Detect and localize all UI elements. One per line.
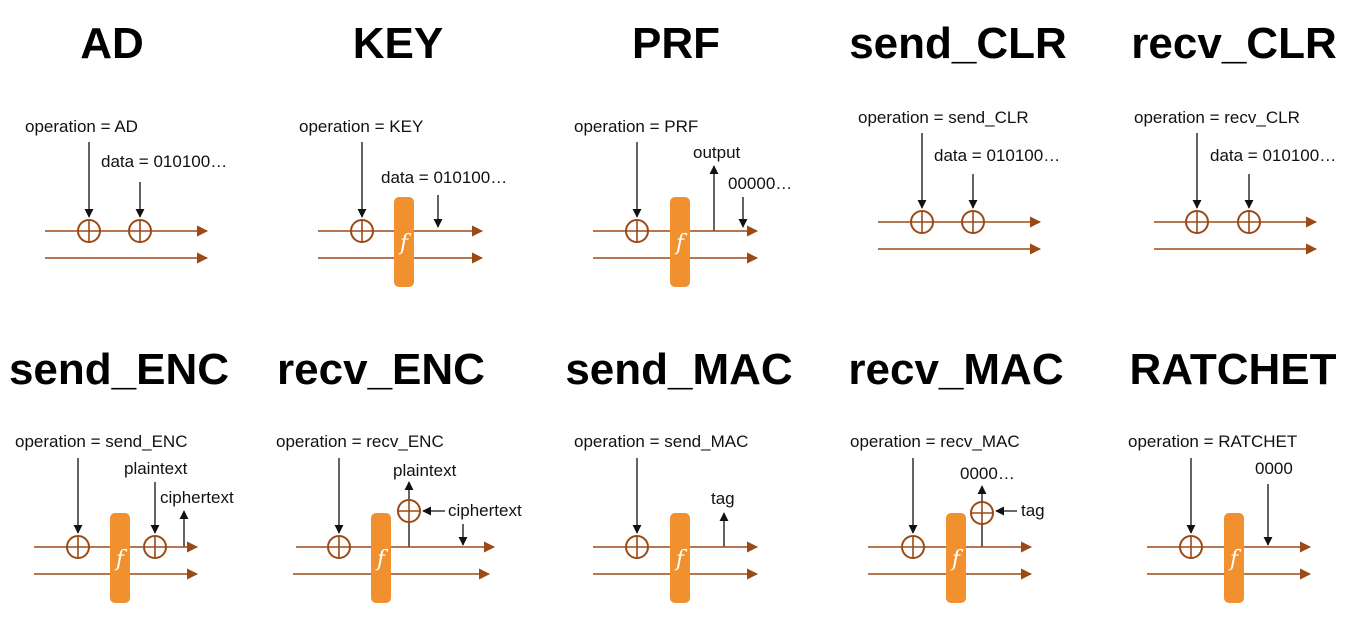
panel-send-enc: send_ENC operation = send_ENC plaintext … <box>9 345 234 603</box>
permutation-f-box: f <box>371 513 391 603</box>
xor-operation <box>1185 210 1209 234</box>
xor-operation <box>625 535 649 559</box>
panel-title: recv_CLR <box>1131 19 1336 68</box>
operation-label: operation = recv_MAC <box>850 432 1020 451</box>
panel-recv-mac: recv_MAC operation = recv_MAC 0000… tag … <box>848 345 1064 603</box>
xor-data <box>1237 210 1261 234</box>
panel-recv-enc: recv_ENC operation = recv_ENC plaintext … <box>276 345 522 603</box>
xor-operation <box>901 535 925 559</box>
data-label: data = 010100… <box>1210 146 1336 165</box>
permutation-f-box: f <box>110 513 130 603</box>
tag-label: tag <box>1021 501 1045 520</box>
panel-title: send_ENC <box>9 345 229 394</box>
xor-ciphertext <box>397 499 421 523</box>
panel-title: recv_ENC <box>277 345 485 394</box>
operation-label: operation = send_CLR <box>858 108 1029 127</box>
permutation-f-box: f <box>1224 513 1244 603</box>
panel-title: send_CLR <box>849 19 1067 68</box>
panel-ad: AD operation = AD data = 010100… <box>25 19 227 264</box>
operation-label: operation = recv_ENC <box>276 432 444 451</box>
ciphertext-label: ciphertext <box>160 488 234 507</box>
xor-operation <box>910 210 934 234</box>
operation-label: operation = send_ENC <box>15 432 187 451</box>
operation-label: operation = send_MAC <box>574 432 748 451</box>
panel-recv-clr: recv_CLR operation = recv_CLR data = 010… <box>1131 19 1337 255</box>
operation-label: operation = PRF <box>574 117 698 136</box>
permutation-f-box: f <box>670 513 690 603</box>
xor-plaintext <box>143 535 167 559</box>
panel-title: PRF <box>632 19 720 68</box>
xor-operation <box>350 219 374 243</box>
ciphertext-label: ciphertext <box>448 501 522 520</box>
zeros-label: 0000… <box>960 464 1015 483</box>
xor-operation <box>327 535 351 559</box>
xor-operation <box>77 219 101 243</box>
operation-label: operation = KEY <box>299 117 423 136</box>
xor-data <box>961 210 985 234</box>
plaintext-label: plaintext <box>393 461 457 480</box>
panel-title: KEY <box>353 19 443 68</box>
data-label: data = 010100… <box>934 146 1060 165</box>
zeros-label: 00000… <box>728 174 792 193</box>
xor-data <box>128 219 152 243</box>
permutation-f-box: f <box>394 197 414 287</box>
plaintext-label: plaintext <box>124 459 188 478</box>
data-label: data = 010100… <box>381 168 507 187</box>
panel-title: recv_MAC <box>848 345 1063 394</box>
permutation-f-box: f <box>670 197 690 287</box>
output-label: output <box>693 143 741 162</box>
panel-title: AD <box>80 19 144 68</box>
permutation-f-box: f <box>946 513 966 603</box>
operation-label: operation = AD <box>25 117 138 136</box>
tag-label: tag <box>711 489 735 508</box>
panel-title: RATCHET <box>1130 345 1337 394</box>
xor-operation <box>625 219 649 243</box>
xor-tag <box>970 501 994 525</box>
operation-label: operation = RATCHET <box>1128 432 1297 451</box>
panel-key: KEY operation = KEY data = 010100… f <box>299 19 507 287</box>
panel-title: send_MAC <box>565 345 792 394</box>
zeros-label: 0000 <box>1255 459 1293 478</box>
panel-prf: PRF operation = PRF output 00000… f <box>574 19 792 287</box>
operation-label: operation = recv_CLR <box>1134 108 1300 127</box>
data-label: data = 010100… <box>101 152 227 171</box>
panel-ratchet: RATCHET operation = RATCHET 0000 f <box>1128 345 1337 603</box>
panel-send-mac: send_MAC operation = send_MAC tag f <box>565 345 793 603</box>
xor-operation <box>1179 535 1203 559</box>
panel-send-clr: send_CLR operation = send_CLR data = 010… <box>849 19 1067 255</box>
xor-operation <box>66 535 90 559</box>
